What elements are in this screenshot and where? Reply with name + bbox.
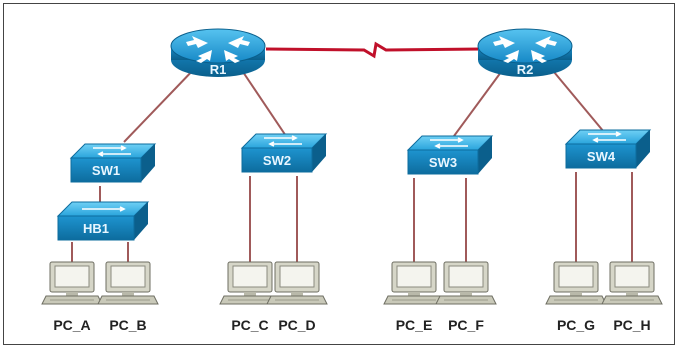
switch-sw2[interactable]: SW2 (240, 133, 328, 173)
link-r1-sw2 (238, 65, 287, 137)
switch-arrows-icon (264, 135, 302, 147)
switch-arrows-icon (430, 137, 468, 149)
computer-icon (97, 261, 159, 305)
pc-label: PC_A (53, 317, 90, 333)
computer-icon (219, 261, 281, 305)
switch-arrows-icon (588, 131, 626, 143)
network-topology-diagram: R1 R2 SW1 SW2 (3, 3, 675, 345)
pc-label: PC_B (109, 317, 146, 333)
pc-pc-f[interactable]: PC_F (435, 261, 497, 333)
pc-pc-d[interactable]: PC_D (266, 261, 328, 333)
switch-label: SW3 (429, 155, 457, 170)
switch-sw1[interactable]: SW1 (69, 143, 157, 183)
pc-label: PC_C (231, 317, 268, 333)
pcs-layer: PC_A PC_B PC_C PC_D PC_E PC_F PC_G PC_H (41, 261, 663, 333)
link-r2-sw3 (453, 67, 505, 137)
switch-arrows-icon (93, 145, 131, 157)
switch-label: SW1 (92, 163, 120, 178)
computer-icon (266, 261, 328, 305)
router-label: R1 (210, 62, 227, 77)
topology-canvas: R1 R2 SW1 SW2 (41, 28, 663, 333)
computer-icon (601, 261, 663, 305)
switch-label: SW4 (587, 149, 616, 164)
pc-label: PC_D (278, 317, 315, 333)
pc-label: PC_H (613, 317, 650, 333)
pc-label: PC_G (557, 317, 595, 333)
router-label: R2 (517, 62, 534, 77)
hub-arrow-icon (82, 206, 126, 212)
pc-pc-a[interactable]: PC_A (41, 261, 103, 333)
computer-icon (545, 261, 607, 305)
pc-pc-b[interactable]: PC_B (97, 261, 159, 333)
pc-label: PC_E (396, 317, 433, 333)
hub-label: HB1 (83, 221, 109, 236)
links-layer (71, 41, 633, 266)
computer-icon (435, 261, 497, 305)
pc-label: PC_F (448, 317, 484, 333)
pc-pc-h[interactable]: PC_H (601, 261, 663, 333)
computer-icon (41, 261, 103, 305)
switch-sw3[interactable]: SW3 (406, 135, 494, 175)
switch-label: SW2 (263, 153, 291, 168)
link-r2-sw4 (548, 65, 605, 133)
pc-pc-e[interactable]: PC_E (383, 261, 445, 333)
computer-icon (383, 261, 445, 305)
switch-sw4[interactable]: SW4 (564, 129, 652, 169)
pc-pc-g[interactable]: PC_G (545, 261, 607, 333)
router-arrows-icon (493, 36, 557, 63)
hub-hb1[interactable]: HB1 (56, 201, 150, 241)
link-r1-sw1 (123, 65, 198, 143)
serial-link-r1-r2 (265, 41, 483, 59)
router-r2[interactable]: R2 (477, 28, 573, 77)
router-r1[interactable]: R1 (170, 28, 266, 77)
pc-pc-c[interactable]: PC_C (219, 261, 281, 333)
router-arrows-icon (186, 36, 250, 63)
